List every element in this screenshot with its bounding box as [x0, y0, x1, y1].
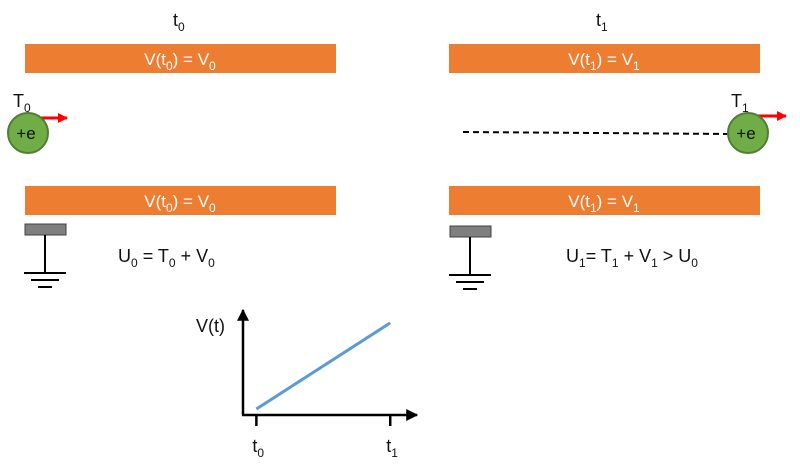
right-top-plate: [449, 44, 760, 73]
left-bottom-plate-label: V(t0) = V0: [144, 192, 216, 215]
voltage-graph: V(t) t0 t1: [196, 308, 419, 460]
right-panel: t1 V(t1) = V1 T1 +e V(t1) = V1 U1= T1 + …: [449, 10, 787, 290]
left-panel: t0 V(t0) = V0 T0 +e V(t0) = V0 U0 = T0 +…: [7, 10, 336, 288]
left-charge-label: +e: [16, 124, 35, 143]
left-top-plate: [25, 44, 336, 73]
left-ground-symbol: [24, 223, 67, 288]
left-top-plate-label: V(t0) = V0: [144, 50, 216, 73]
left-positive-charge: [7, 112, 49, 154]
right-energy-equation: U1= T1 + V1 > U0: [566, 246, 698, 270]
x-tick-label-1: t1: [386, 436, 398, 460]
right-bottom-plate-label: V(t1) = V1: [568, 192, 640, 215]
right-charge-label: +e: [736, 124, 755, 143]
voltage-series-line-0: [255, 321, 392, 411]
right-top-plate-label: V(t1) = V1: [568, 50, 640, 73]
y-axis-label: V(t): [196, 316, 225, 336]
right-ground-symbol: [449, 225, 492, 290]
right-time-label: t1: [596, 10, 608, 34]
left-time-label: t0: [173, 10, 185, 34]
right-positive-charge: [727, 112, 769, 154]
x-tick-label-0: t0: [252, 436, 264, 460]
left-bottom-plate: [25, 186, 336, 215]
left-kinetic-label: T0: [13, 91, 31, 115]
left-energy-equation: U0 = T0 + V0: [118, 246, 215, 270]
particle-path-line: [462, 131, 729, 135]
right-kinetic-label: T1: [731, 91, 749, 115]
right-bottom-plate: [449, 186, 760, 215]
